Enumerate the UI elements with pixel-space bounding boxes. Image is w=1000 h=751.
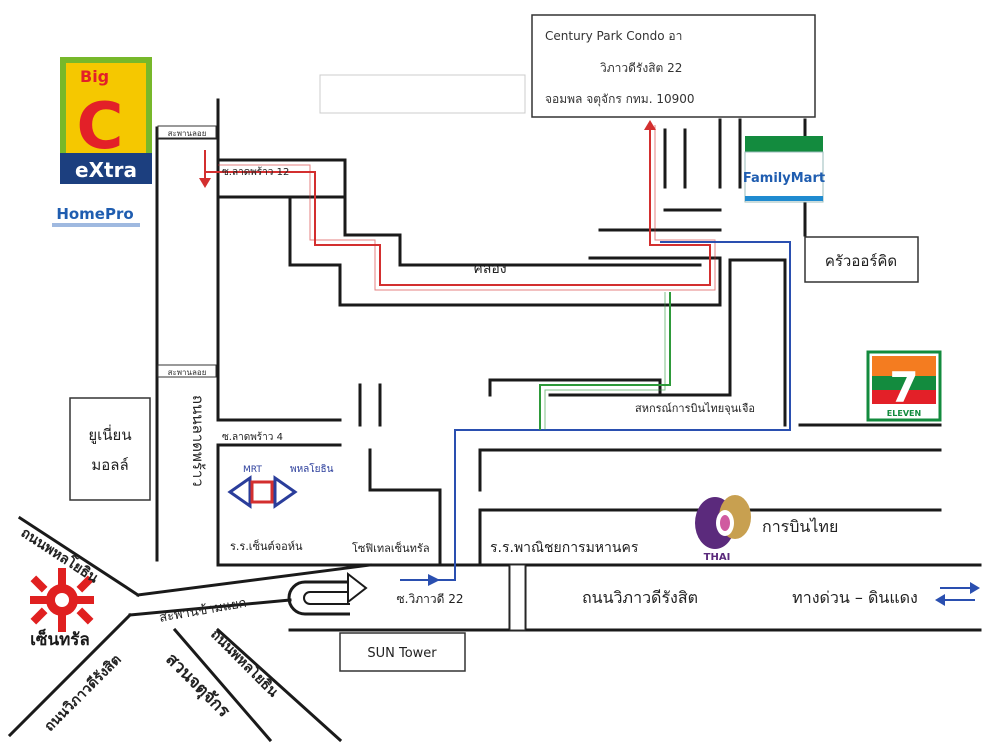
- bridge-label: สะพานข้ามแยก: [158, 596, 248, 626]
- vibhavadi-main-label: ถนนวิภาวดีรังสิต: [582, 588, 698, 607]
- union-mall-line-1: ยูเนี่ยน: [88, 424, 131, 444]
- road-network: [7, 98, 982, 743]
- sign-label-top: สะพานลอย: [168, 129, 207, 138]
- union-mall-box: [69, 397, 151, 501]
- tourism-school-label: ร.ร.พาณิชยการมหานคร: [490, 540, 639, 556]
- vibhavadi-left-label: ถนนวิภาวดีรังสิต: [42, 652, 125, 735]
- mrt-logo: MRT พหลโยธิน: [227, 462, 334, 509]
- familymart-logo: FamilyMart: [743, 136, 825, 203]
- seven-eleven-logo: 7 ELEVEN: [866, 350, 942, 422]
- soi-vibhavadi-22-label: ซ.วิภาวดี 22: [397, 592, 464, 606]
- bigc-bottom-text: eXtra: [75, 158, 137, 182]
- route-red: [199, 120, 716, 291]
- central-school-label: ร.ร.เซ็นต์จอห์น: [230, 539, 303, 553]
- hotel-label: โซฟิเทลเซ็นทรัล: [352, 541, 430, 555]
- address-box: Century Park Condo อา วิภาวดีรังสิต 22 จ…: [319, 14, 816, 118]
- soi-ladprao-4-label: ซ.ลาดพร้าว 4: [222, 431, 283, 443]
- ladprao-road-label: ถนนลาดพร้าว: [189, 395, 207, 487]
- kruaorkid-label: ครัวออร์คิด: [825, 252, 897, 270]
- familymart-text: FamilyMart: [743, 171, 825, 186]
- sun-tower-label: SUN Tower: [367, 646, 437, 661]
- seven-eleven-sub: ELEVEN: [887, 409, 921, 418]
- sun-tower-box: [339, 632, 466, 672]
- central-logo: เซ็นทรัล: [30, 568, 94, 650]
- coop-label: สหกรณ์การบินไทยจุนเจือ: [635, 402, 755, 415]
- bigc-logo: Big C eXtra: [60, 57, 152, 184]
- address-line-3: จอมพล จตุจักร กทม. 10900: [545, 92, 695, 107]
- blue-arrow-right-icon: [428, 574, 440, 586]
- bigc-top-text: Big: [80, 67, 109, 86]
- kruaorkid-box: [804, 236, 919, 283]
- thai-logo-text: THAI: [704, 552, 731, 563]
- bigc-letter: C: [77, 90, 124, 164]
- route-blue: [400, 241, 791, 586]
- red-arrow-up-icon: [644, 120, 656, 130]
- phahon-lower-label: ถนนพหลโยธิน: [207, 625, 283, 701]
- union-mall-line-2: มอลล์: [91, 456, 128, 474]
- address-line-1: Century Park Condo อา: [545, 29, 682, 43]
- route-green: [539, 292, 671, 430]
- homepro-logo: HomePro: [56, 205, 133, 223]
- soi-ladprao-12-label: ซ.ลาดพร้าว 12: [222, 166, 289, 178]
- red-arrow-down-icon: [199, 178, 211, 188]
- expressway-label: ทางด่วน – ดินแดง: [792, 588, 918, 607]
- central-text: เซ็นทรัล: [30, 627, 90, 650]
- road-signs: สะพานลอย สะพานลอย: [157, 125, 526, 631]
- mrt-text: MRT: [243, 465, 262, 475]
- seven-eleven-number: 7: [889, 363, 918, 412]
- thai-airways-label: การบินไทย: [762, 517, 838, 536]
- thai-airways-logo: THAI: [695, 495, 751, 563]
- khlong-label: คลอง: [473, 261, 506, 277]
- sign-label-mid: สะพานลอย: [168, 368, 207, 377]
- address-line-2: วิภาวดีรังสิต 22: [600, 61, 683, 75]
- double-arrow-icon: [935, 582, 980, 606]
- mrt-station-label: พหลโยธิน: [290, 462, 334, 475]
- bridge-uturn-icon: [287, 571, 368, 616]
